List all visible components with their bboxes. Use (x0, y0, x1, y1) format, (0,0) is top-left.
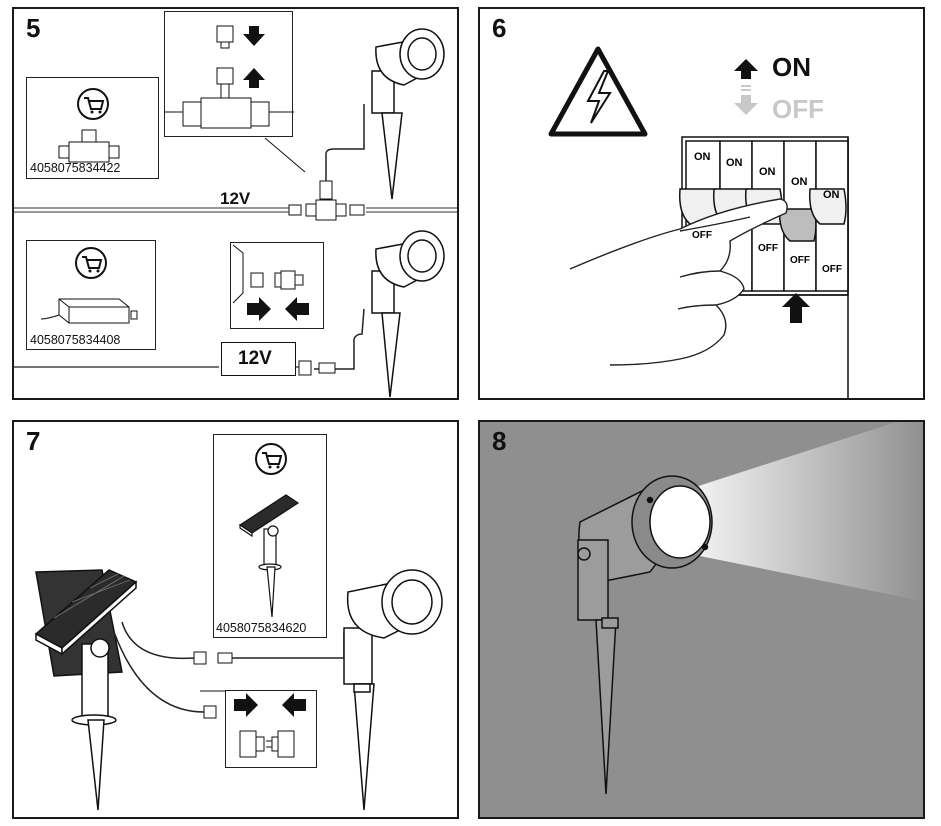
spotlight (343, 569, 443, 811)
solar-stake (71, 638, 117, 811)
plug-connect-inset (200, 690, 317, 768)
breaker-on-label: ON (694, 151, 711, 163)
article-number: 4058075834422 (30, 161, 121, 175)
breaker (808, 140, 849, 292)
spotlight-bottom (371, 230, 445, 398)
step-number: 8 (492, 426, 507, 456)
cable-voltage-label: 12V (220, 189, 251, 208)
cable-connector (298, 360, 336, 376)
light-beam (680, 422, 923, 602)
cart-icon (77, 88, 109, 120)
arrow-left-icon (282, 693, 306, 717)
electric-warning-icon (548, 46, 648, 137)
cart-icon (75, 247, 107, 279)
step-number: 6 (492, 13, 507, 43)
solar-panel (34, 569, 138, 677)
breaker-off-label: OFF (822, 264, 842, 275)
breaker-off-label: OFF (790, 255, 810, 266)
arrow-down-icon (734, 85, 758, 115)
spotlight-lit (577, 475, 713, 795)
transformer-voltage-label: 12V (238, 348, 272, 369)
article-number: 4058075834620 (216, 621, 307, 635)
t-connector (288, 180, 365, 221)
breaker-on-label: ON (759, 166, 776, 178)
breaker-on-label: ON (726, 157, 743, 169)
arrow-up-icon (782, 293, 810, 323)
connector-detail-inset (164, 11, 306, 173)
arrow-right-icon (234, 693, 258, 717)
step-number: 7 (26, 426, 41, 456)
breaker-off-label: OFF (758, 243, 778, 254)
breaker-on-label: ON (823, 189, 840, 201)
step-5-drawing (14, 28, 457, 398)
breaker-on-label: ON (791, 176, 808, 188)
step-8-drawing (577, 422, 923, 795)
article-number: 4058075834408 (30, 333, 121, 347)
arrow-left-icon (285, 297, 309, 321)
plug-connect-inset (230, 242, 324, 329)
step-6-panel: 6 (478, 7, 925, 400)
step-6-drawing (548, 46, 849, 398)
arrow-down-icon (243, 26, 265, 46)
product-inset-transformer: 4058075834408 (26, 240, 156, 350)
arrow-right-icon (247, 297, 271, 321)
hand-illustration (569, 198, 788, 366)
off-label: OFF (772, 94, 824, 124)
breaker-off-label: OFF (692, 230, 712, 241)
product-inset-solar: 4058075834620 (213, 434, 327, 638)
step-7-panel: 7 (12, 420, 459, 819)
breaker-active (778, 140, 817, 292)
step-8-panel: 8 (478, 420, 925, 819)
step-7-drawing (34, 569, 443, 811)
arrow-up-icon (734, 59, 758, 79)
step-number: 5 (26, 13, 41, 43)
spotlight-top (371, 28, 445, 200)
arrow-up-icon (243, 68, 265, 88)
product-inset-t-connector: 4058075834422 (26, 77, 159, 179)
cart-icon (255, 443, 287, 475)
transformer-box: 12V (221, 342, 296, 376)
on-label: ON (772, 52, 811, 82)
step-5-panel: 5 (12, 7, 459, 400)
